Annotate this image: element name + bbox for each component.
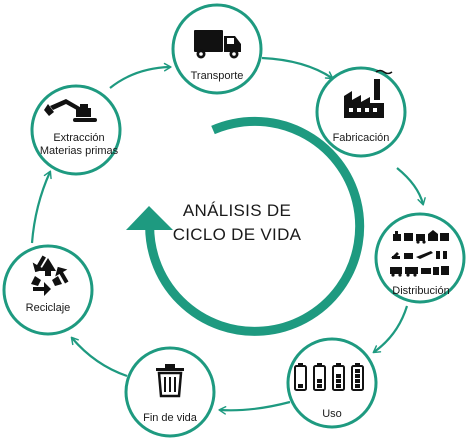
stage-label-transporte: Transporte <box>191 70 244 82</box>
stage-fin-de-vida: Fin de vida <box>124 346 216 438</box>
arrow-fabricacion-to-distribucion <box>396 167 426 206</box>
stage-fabricacion: Fabricación <box>315 66 407 158</box>
stage-label-distribucion: Distribución <box>392 285 449 297</box>
center-cycle-arrow <box>126 116 365 336</box>
arrow-fin-de-vida-to-reciclaje <box>70 336 128 378</box>
stage-label-fin-de-vida: Fin de vida <box>143 412 198 424</box>
stage-uso: Uso <box>286 337 378 429</box>
stage-label-fabricacion: Fabricación <box>333 132 390 144</box>
truck-icon <box>194 30 241 59</box>
arrow-uso-to-fin-de-vida <box>218 400 291 415</box>
logistics-icon <box>390 230 449 277</box>
stage-label-reciclaje: Reciclaje <box>26 302 71 314</box>
stage-label-uso: Uso <box>322 408 342 420</box>
diagram-title-line2: CICLO DE VIDA <box>173 225 302 244</box>
stage-distribucion: Distribución <box>374 212 466 304</box>
arrow-reciclaje-to-extraccion <box>30 170 52 244</box>
factory-icon <box>344 69 393 118</box>
connector-arrows <box>30 56 426 415</box>
arrow-distribucion-to-uso <box>372 305 409 354</box>
stage-reciclaje: Reciclaje <box>2 244 94 336</box>
arrow-extraccion-to-transporte <box>109 62 172 89</box>
recycle-icon <box>31 255 69 296</box>
trash-can-icon <box>156 364 184 398</box>
battery-icon-full <box>351 363 364 391</box>
battery-icon-half <box>313 363 326 391</box>
stage-label-extraccion-line2: Materias primas <box>40 145 119 157</box>
battery-icon-low <box>294 363 307 391</box>
excavator-icon <box>44 99 97 122</box>
stage-label-extraccion-line1: Extracción <box>53 132 104 144</box>
arrow-transporte-to-fabricacion <box>261 56 334 80</box>
center-arrowhead <box>126 206 173 230</box>
stage-transporte: Transporte <box>171 3 263 95</box>
battery-icon-high <box>332 363 345 391</box>
battery-icons <box>294 363 364 391</box>
diagram-title-line1: ANÁLISIS DE <box>183 201 291 220</box>
stage-extraccion: Extracción Materias primas <box>30 84 122 176</box>
